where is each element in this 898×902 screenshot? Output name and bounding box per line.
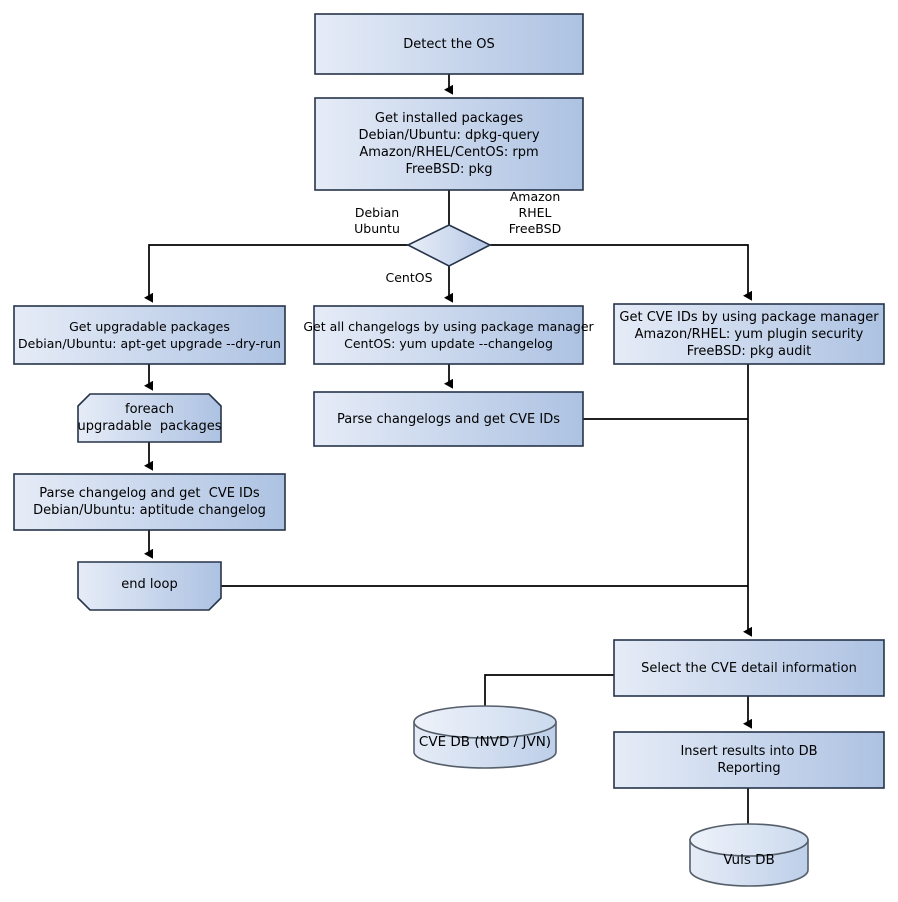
edge-decision-to-cveids [490,244,752,301]
node-get-installed-packages[interactable] [314,97,584,191]
node-detect-os[interactable] [314,13,584,75]
node-cve-db-cylinder[interactable] [413,705,557,769]
node-parse-changelogs-centos[interactable] [313,391,584,447]
edge-cvedb-to-select [484,674,614,716]
node-get-cve-ids-pkgmgr[interactable] [613,303,885,365]
node-end-loop[interactable] [77,561,222,611]
edge-decision-to-upgradable [144,244,408,303]
node-insert-results[interactable] [613,731,885,789]
node-parse-changelog-debian[interactable] [13,473,286,531]
node-select-cve-detail[interactable] [613,639,885,697]
node-get-all-changelogs[interactable] [313,305,584,365]
node-get-upgradable-packages[interactable] [13,305,286,365]
node-vuls-db-cylinder[interactable] [689,823,809,887]
node-foreach-upgradable-packages[interactable] [77,393,222,443]
node-os-decision-diamond[interactable] [406,224,492,267]
